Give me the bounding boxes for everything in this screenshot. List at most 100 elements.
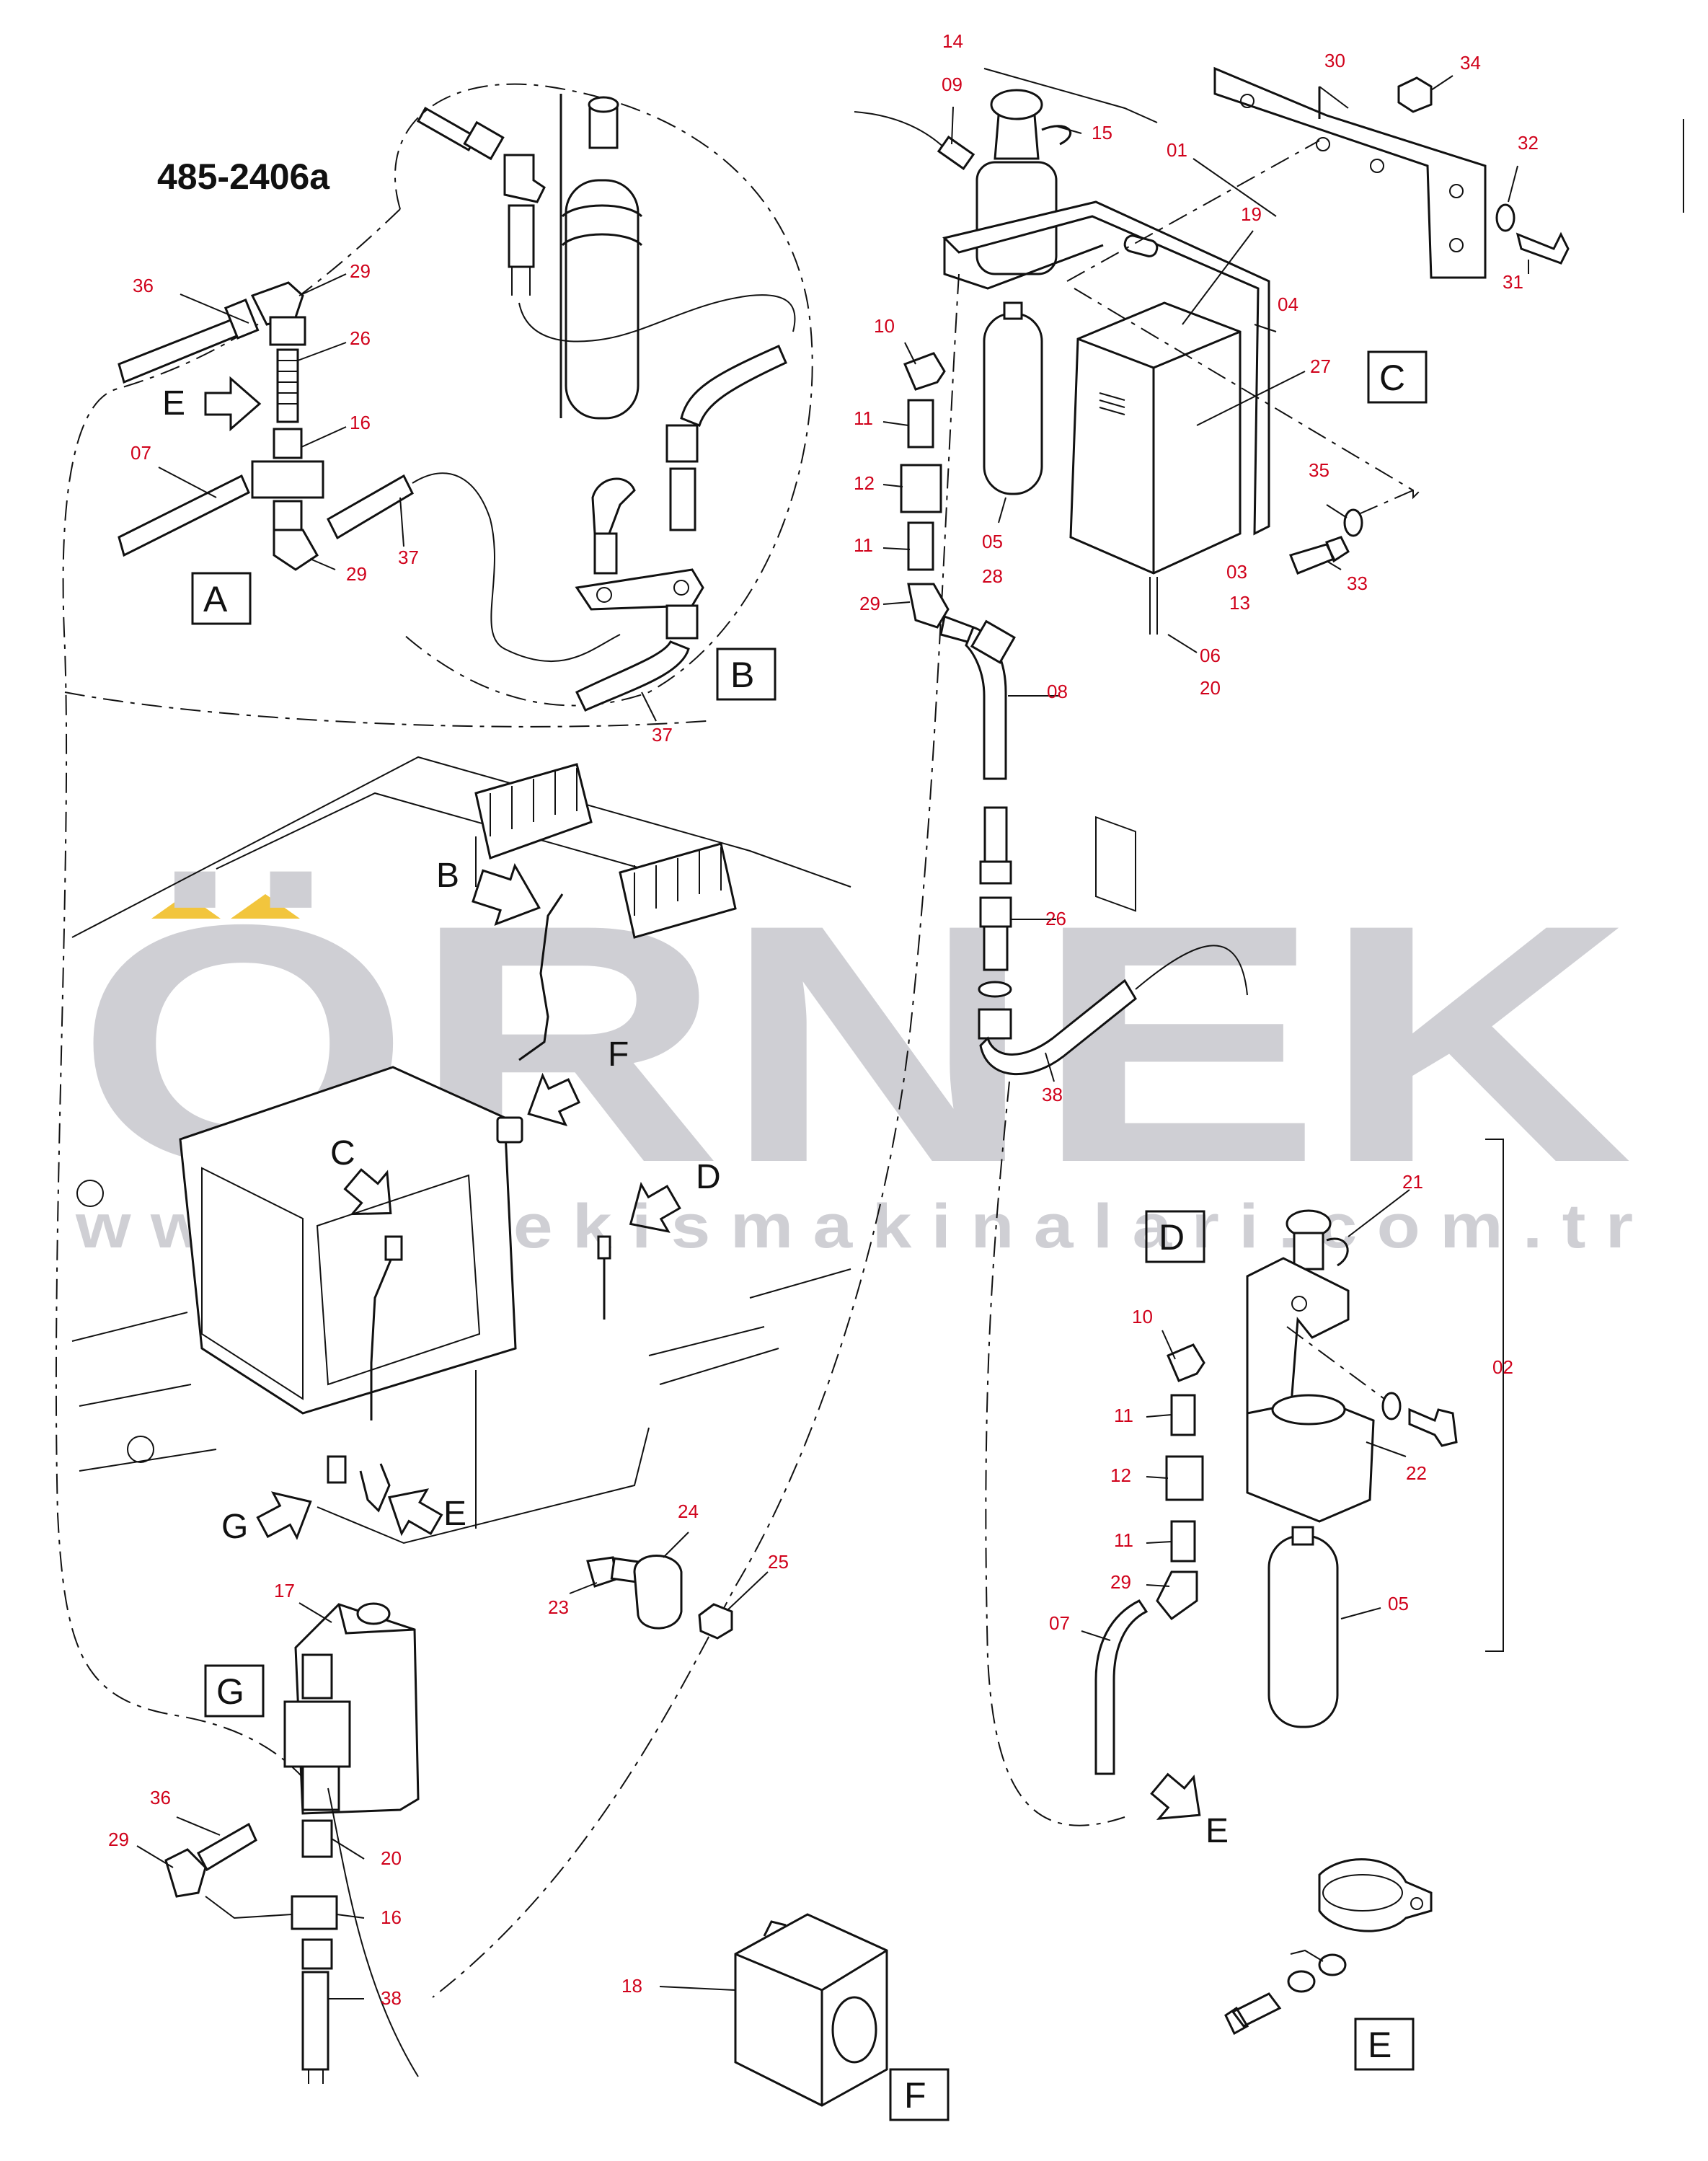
callout-11b: 11 — [854, 534, 873, 556]
arrow-label-f: F — [608, 1035, 629, 1074]
c-knob-stem — [994, 114, 1040, 160]
lead-04 — [1254, 324, 1277, 332]
arrow-b — [472, 862, 541, 927]
b-valve-cap — [588, 96, 619, 113]
view-box-e — [1354, 2018, 1415, 2071]
machine-pivot-1 — [127, 1436, 154, 1463]
injector-bank-1-cells — [490, 768, 578, 836]
b-wire — [518, 294, 796, 343]
nut-25 — [698, 1603, 733, 1640]
c-pin-15 — [1041, 125, 1071, 146]
callout-15: 15 — [1092, 122, 1112, 143]
detail-b-boundary — [394, 83, 813, 707]
c-cable-09 — [854, 111, 949, 152]
nut-38 — [978, 1008, 1012, 1040]
detail-e-assembly: E — [1224, 1858, 1433, 2071]
lead-19 — [1182, 230, 1254, 325]
boundary-lines — [55, 83, 1684, 1998]
d-hose-07 — [1094, 1599, 1149, 1775]
callout-19: 19 — [1241, 203, 1262, 225]
nipple-26-thread — [278, 360, 298, 405]
d-cup-opening — [1271, 1394, 1346, 1426]
e-clamp-ring — [1322, 1874, 1403, 1912]
view-box-g — [204, 1664, 265, 1718]
left-boundary — [55, 208, 401, 1818]
b-hose-37 — [575, 640, 690, 712]
route-d-fitting — [597, 1235, 611, 1260]
c-bracket-flange — [943, 238, 1104, 290]
c-bottle-neck — [1003, 301, 1023, 320]
callout-32: 32 — [1518, 132, 1539, 154]
elbow-29-center — [907, 583, 950, 629]
hose-37-route — [412, 472, 621, 663]
leader-lines — [136, 68, 1529, 1999]
route-e-line — [359, 1463, 391, 1513]
callout-25: 25 — [768, 1551, 789, 1573]
g-valve-port — [356, 1602, 391, 1625]
view-box-c — [1367, 350, 1428, 404]
lead-07-a — [158, 467, 217, 498]
lead-05 — [998, 497, 1006, 523]
view-box-a — [191, 572, 252, 625]
b-mount-plate — [575, 568, 704, 611]
c-cable-06 — [1149, 577, 1158, 635]
arrow-g — [256, 1491, 312, 1540]
route-b-line — [518, 893, 564, 1061]
lead-29-d — [1146, 1584, 1170, 1587]
lead-05-d — [1340, 1607, 1381, 1619]
view-box-b — [716, 648, 776, 701]
g-route — [327, 1787, 419, 2077]
g-hose-36 — [197, 1822, 257, 1872]
machine-pivot-2 — [76, 1180, 104, 1207]
callout-07-a: 07 — [130, 442, 151, 464]
b-fitting-down — [508, 204, 535, 268]
lead-34 — [1430, 75, 1453, 91]
lead-37-b — [641, 691, 657, 722]
arrow-label-e-d: E — [1205, 1812, 1229, 1850]
c-connector-09 — [937, 136, 975, 170]
b-hose-upper — [680, 345, 787, 427]
machine-frame-lines — [71, 1312, 217, 1472]
c-nut-34 — [1397, 76, 1433, 113]
b-pipe-top — [416, 106, 478, 152]
lead-38-center — [1045, 1052, 1055, 1082]
lead-29-center — [882, 601, 911, 605]
c-box-display — [1095, 816, 1136, 912]
lead-11-d-b — [1146, 1541, 1172, 1544]
detail-a-assembly: E A — [118, 281, 621, 663]
callout-03: 03 — [1226, 561, 1247, 583]
lead-29-g — [136, 1845, 174, 1868]
lead-12 — [882, 484, 903, 487]
washer-26 — [978, 981, 1012, 998]
callout-20-g: 20 — [381, 1847, 402, 1869]
callout-16-a: 16 — [350, 412, 371, 433]
callout-24: 24 — [678, 1501, 699, 1522]
tee-16-bottom — [273, 500, 303, 531]
e-clamp — [1318, 1858, 1433, 1932]
callout-12: 12 — [854, 472, 875, 494]
callout-10-d: 10 — [1132, 1306, 1153, 1327]
callout-26-center: 26 — [1045, 908, 1066, 929]
callout-11-d-a: 11 — [1114, 1405, 1133, 1426]
d-bolt — [1408, 1407, 1458, 1447]
callout-36: 36 — [133, 275, 154, 296]
arrow-label-e-a: E — [162, 384, 185, 423]
machine-cab-panel — [316, 1174, 481, 1386]
hose-36-fitting — [224, 299, 260, 340]
c-angle-bracket-30 — [1213, 66, 1487, 279]
lead-25 — [727, 1571, 769, 1610]
f-coil-bore — [831, 1996, 877, 2064]
b-cylinder-clamp — [561, 204, 643, 247]
b-plate-hole-2 — [673, 580, 689, 596]
arrow-label-b: B — [436, 857, 459, 895]
callout-29-a-top: 29 — [350, 260, 371, 282]
b-nut-top — [463, 120, 505, 161]
d-elbow-29 — [1156, 1570, 1198, 1621]
arrow-e-d — [1150, 1772, 1201, 1820]
b-nut-lower — [665, 604, 699, 640]
nipple-26-center-nut — [979, 896, 1012, 928]
b-plate-hole-1 — [596, 587, 612, 603]
lead-11-d-a — [1146, 1414, 1172, 1418]
callout-34: 34 — [1460, 52, 1481, 74]
